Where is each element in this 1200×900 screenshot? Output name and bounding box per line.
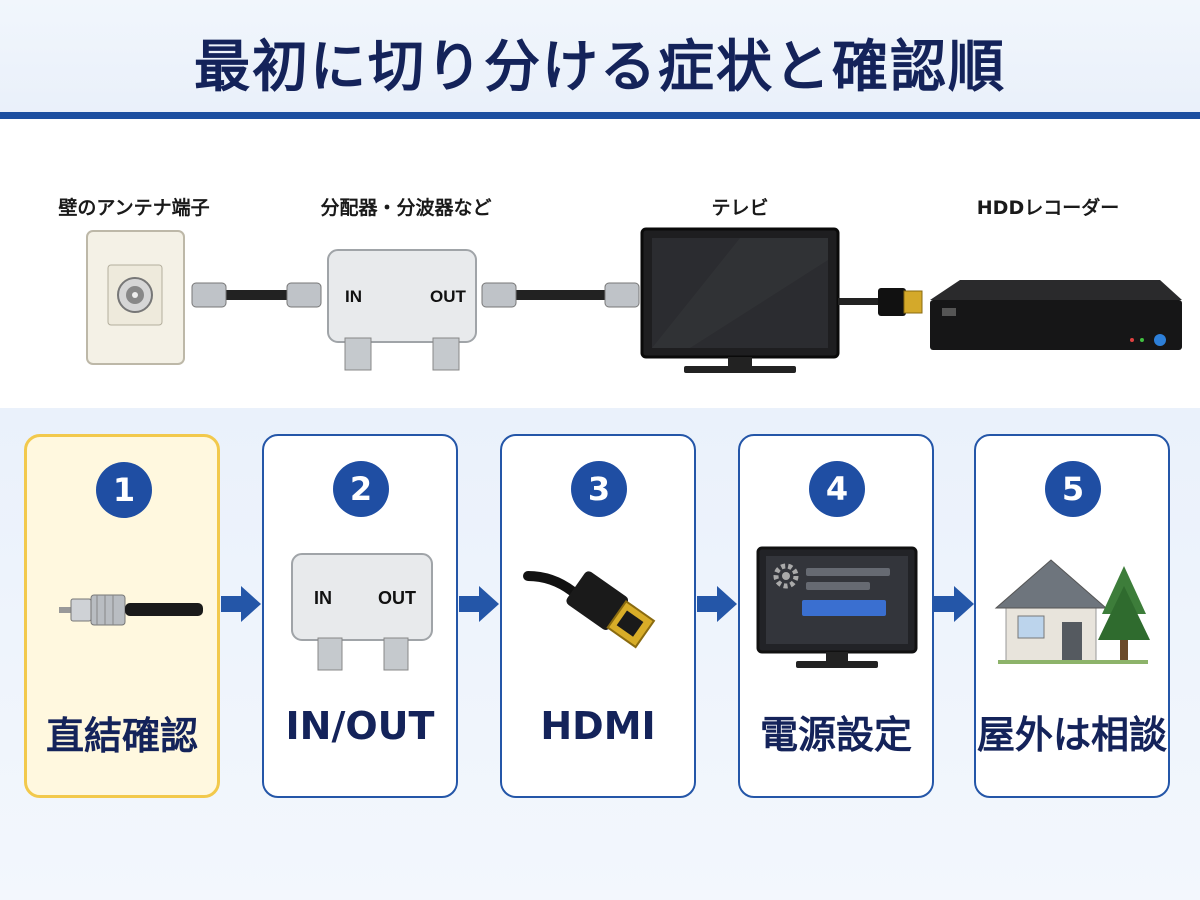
step-number-badge: 3: [571, 461, 627, 517]
tv-icon: [640, 227, 840, 373]
splitter-in-label: IN: [345, 287, 362, 306]
arrow-right-icon: [459, 586, 499, 622]
device-label-recorder: HDDレコーダー: [976, 197, 1120, 219]
house-icon: [994, 559, 1150, 664]
device-label-splitter: 分配器・分波器など: [320, 197, 492, 219]
hdmi-cable-top: [838, 288, 923, 316]
arrow-right-icon: [697, 586, 737, 622]
hdmi-cable-icon: [523, 571, 656, 649]
splitter-in-label: IN: [314, 588, 332, 608]
header: [0, 0, 1200, 116]
coax-plug-icon: [59, 594, 203, 626]
device-chain: IN OUT: [86, 227, 1182, 373]
step-label: 電源設定: [759, 713, 912, 757]
step-number-badge: 1: [96, 462, 152, 518]
device-label-wall-outlet: 壁のアンテナ端子: [58, 197, 210, 219]
step-card-3: 3 HDMI: [500, 434, 696, 798]
coax-cable-1: [191, 282, 322, 308]
splitter-icon: IN OUT: [291, 553, 433, 671]
step-card-4: 4 電源設定: [738, 434, 934, 798]
step-number-badge: 4: [809, 461, 865, 517]
arrow-right-icon: [221, 586, 261, 622]
device-label-tv: テレビ: [711, 197, 769, 219]
header-divider: [0, 112, 1200, 119]
coax-cable-2: [481, 282, 640, 308]
step-number-badge: 2: [333, 461, 389, 517]
step-card-5: 5 屋外は相談: [974, 434, 1170, 798]
step-label: 屋外は相談: [976, 713, 1167, 757]
connection-diagram: [0, 119, 1200, 409]
arrow-right-icon: [934, 586, 974, 622]
hdd-recorder-icon: [930, 280, 1182, 350]
splitter-out-label: OUT: [378, 588, 416, 608]
wall-outlet-icon: [86, 230, 185, 365]
step-label: 直結確認: [45, 714, 198, 758]
splitter-device-icon: [327, 249, 477, 371]
step-label: IN/OUT: [285, 704, 435, 748]
tv-settings-icon: [756, 546, 918, 668]
step-number-badge: 5: [1045, 461, 1101, 517]
step-card-2: 2 IN OUT IN/OUT: [262, 434, 458, 798]
step-card-1: 1 直結確認: [24, 434, 220, 798]
page-title: 最初に切り分ける症状と確認順: [194, 35, 1006, 100]
step-label: HDMI: [540, 704, 656, 748]
splitter-out-label: OUT: [430, 287, 467, 306]
